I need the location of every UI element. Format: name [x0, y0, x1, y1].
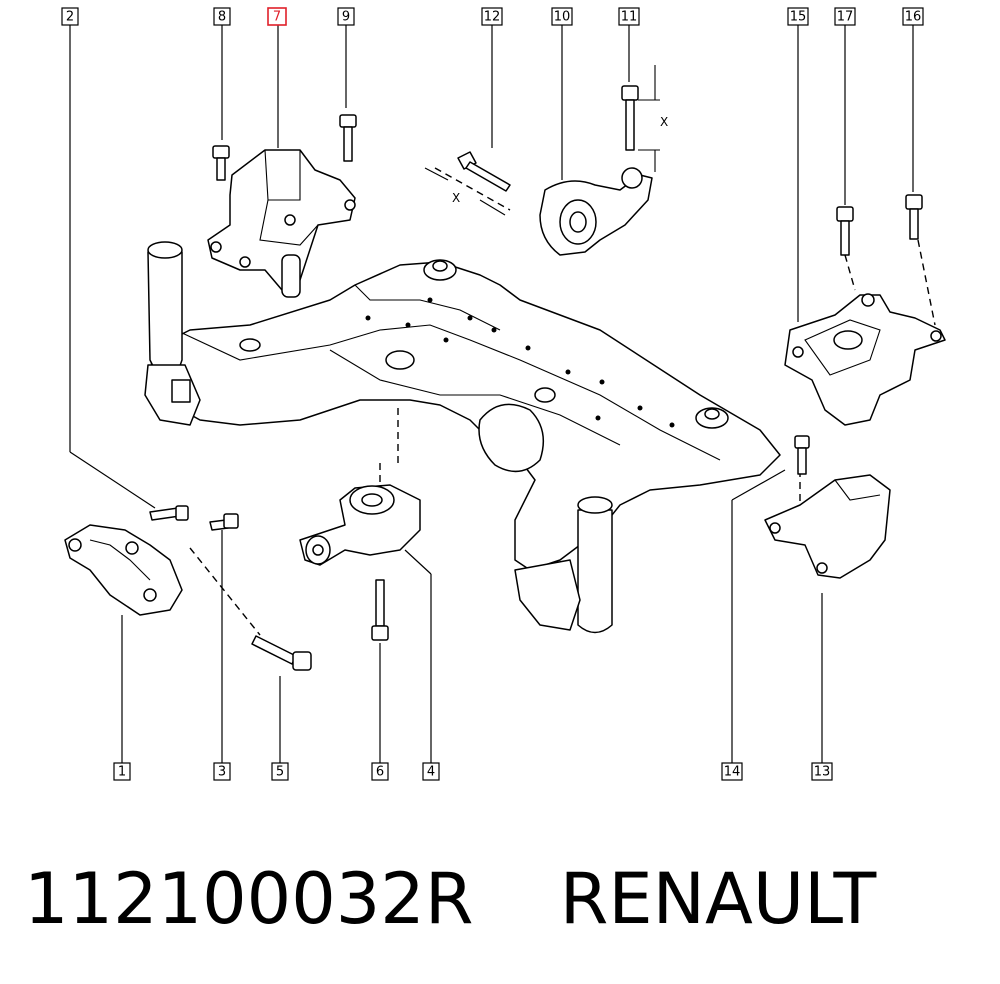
- callout-16: 16: [902, 7, 924, 26]
- svg-text:13: 13: [814, 765, 831, 780]
- svg-text:10: 10: [554, 10, 571, 25]
- callout-7: 7: [267, 7, 287, 26]
- bolt-17: [836, 206, 854, 256]
- part-number: 112100032R: [24, 858, 474, 940]
- svg-text:9: 9: [342, 10, 350, 25]
- torque-mount-10: [539, 167, 653, 256]
- bolt-11: [621, 85, 639, 151]
- callout-11: 11: [618, 7, 640, 26]
- dimension-label-horizontal: X: [452, 191, 460, 205]
- svg-text:16: 16: [905, 10, 922, 25]
- svg-text:8: 8: [218, 10, 226, 25]
- dimension-vertical: X: [638, 65, 668, 172]
- bracket-1: [64, 524, 183, 616]
- assembly-guide-lines: [189, 167, 936, 636]
- svg-text:4: 4: [427, 765, 435, 780]
- gearbox-mount-15: [784, 293, 946, 426]
- callout-14: 14: [721, 762, 743, 781]
- bracket-13: [764, 474, 891, 579]
- svg-text:7: 7: [273, 10, 281, 25]
- callout-5: 5: [271, 762, 289, 781]
- callout-15: 15: [787, 7, 809, 26]
- svg-text:6: 6: [376, 765, 384, 780]
- bolt-8: [212, 145, 230, 181]
- callout-17: 17: [834, 7, 856, 26]
- subframe: [144, 241, 781, 634]
- bolt-16: [905, 194, 923, 240]
- callout-4: 4: [422, 762, 440, 781]
- bolt-6: [371, 579, 389, 641]
- callout-2: 2: [61, 7, 79, 26]
- dimension-horizontal: X: [424, 167, 506, 216]
- svg-text:2: 2: [66, 10, 74, 25]
- svg-text:17: 17: [837, 10, 854, 25]
- dimension-label-vertical: X: [660, 115, 668, 129]
- svg-text:14: 14: [724, 765, 741, 780]
- bolt-5: [251, 635, 312, 671]
- bolt-2: [149, 505, 189, 521]
- leader-lines: [69, 25, 914, 763]
- callout-12: 12: [481, 7, 503, 26]
- svg-text:1: 1: [118, 765, 126, 780]
- svg-text:5: 5: [276, 765, 284, 780]
- svg-text:11: 11: [621, 10, 638, 25]
- footer-caption: 112100032R RENAULT: [24, 858, 876, 940]
- svg-text:3: 3: [218, 765, 226, 780]
- brand-name: RENAULT: [559, 858, 877, 940]
- callout-8: 8: [213, 7, 231, 26]
- callout-6: 6: [371, 762, 389, 781]
- callout-3: 3: [213, 762, 231, 781]
- callout-1: 1: [113, 762, 131, 781]
- torque-rod-4: [299, 484, 421, 566]
- engine-mount-7: [207, 149, 356, 298]
- bolt-14: [794, 435, 810, 475]
- svg-text:12: 12: [484, 10, 501, 25]
- callout-9: 9: [337, 7, 355, 26]
- bolt-9: [339, 114, 357, 162]
- callout-10: 10: [551, 7, 573, 26]
- svg-text:15: 15: [790, 10, 807, 25]
- bolt-12: [457, 151, 511, 192]
- bolt-3: [209, 513, 239, 531]
- callout-13: 13: [811, 762, 833, 781]
